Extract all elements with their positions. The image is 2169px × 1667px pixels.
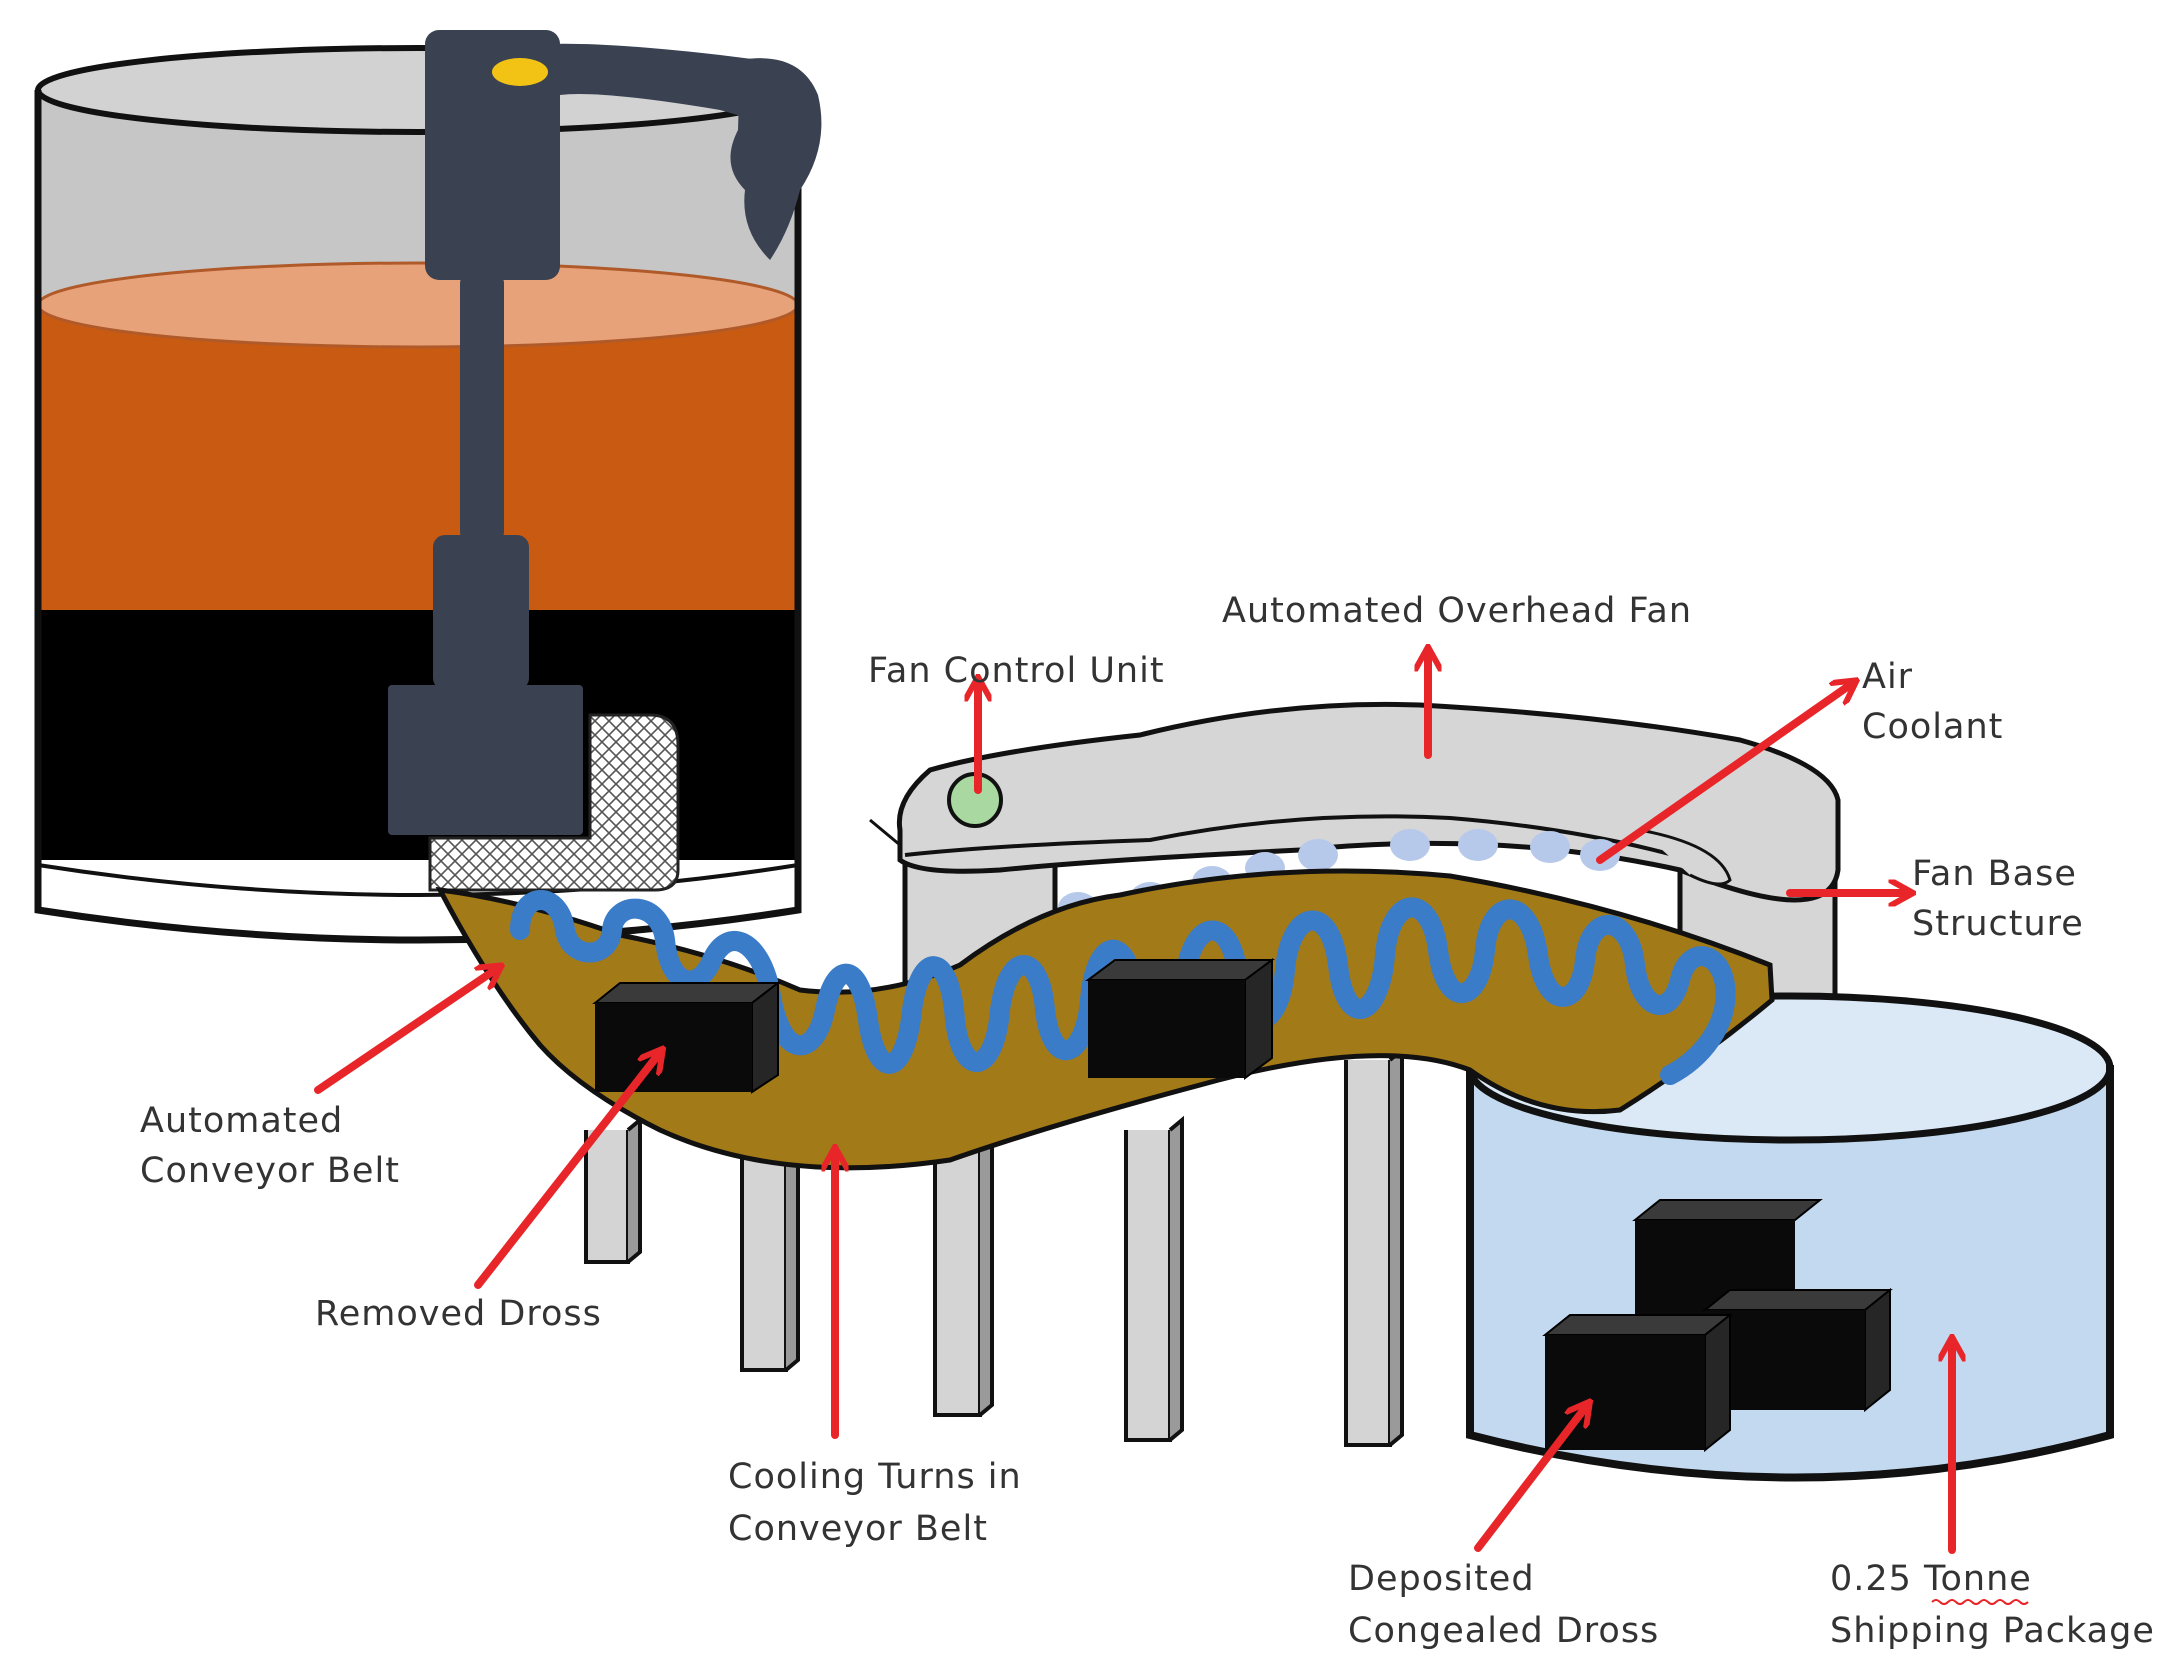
label-removed-dross: Removed Dross (315, 1294, 602, 1334)
label-deposited-dross-line1: Deposited (1348, 1559, 1535, 1599)
skimmer-robot-arm (388, 30, 822, 892)
label-shipping-package-line2: Shipping Package (1830, 1611, 2155, 1651)
label-fan-base-structure-line2: Structure (1912, 904, 2084, 944)
arrow-air-coolant (1596, 685, 1850, 864)
label-automated-overhead-fan: Automated Overhead Fan (1222, 591, 1692, 631)
removed-dross-blocks (592, 958, 1276, 1094)
arrow-removed-dross (474, 1055, 658, 1289)
arrow-automated-conveyor-belt (314, 970, 495, 1094)
gripper-marker (492, 58, 548, 86)
label-cooling-turns-line2: Conveyor Belt (728, 1509, 988, 1549)
deposited-dross-blocks (1542, 1199, 1893, 1453)
label-fan-control-unit: Fan Control Unit (868, 651, 1165, 691)
spellcheck-underline (1931, 1599, 2029, 1605)
label-fan-base-structure-line1: Fan Base (1912, 854, 2077, 894)
label-automated-conveyor-belt-line1: Automated (140, 1101, 343, 1141)
crucible-tank (34, 45, 802, 944)
label-deposited-dross-line2: Congealed Dross (1348, 1611, 1659, 1651)
label-cooling-turns-line1: Cooling Turns in (728, 1457, 1022, 1497)
label-air-coolant-line2: Coolant (1862, 707, 2003, 747)
skimmer-mesh-scoop (428, 713, 680, 892)
dross-block (1702, 1287, 1893, 1413)
arrow-deposited-dross (1474, 1408, 1585, 1552)
label-automated-conveyor-belt-line2: Conveyor Belt (140, 1151, 400, 1191)
dross-block (592, 980, 781, 1094)
labels: Automated Overhead Fan Fan Control Unit … (140, 591, 2155, 1651)
molten-metal-surface (36, 261, 800, 349)
label-air-coolant-line1: Air (1862, 657, 1913, 697)
callout-arrows (314, 655, 1952, 1554)
dross-block (1084, 958, 1276, 1080)
label-shipping-package-line1: 0.25 Tonne (1830, 1559, 2032, 1599)
